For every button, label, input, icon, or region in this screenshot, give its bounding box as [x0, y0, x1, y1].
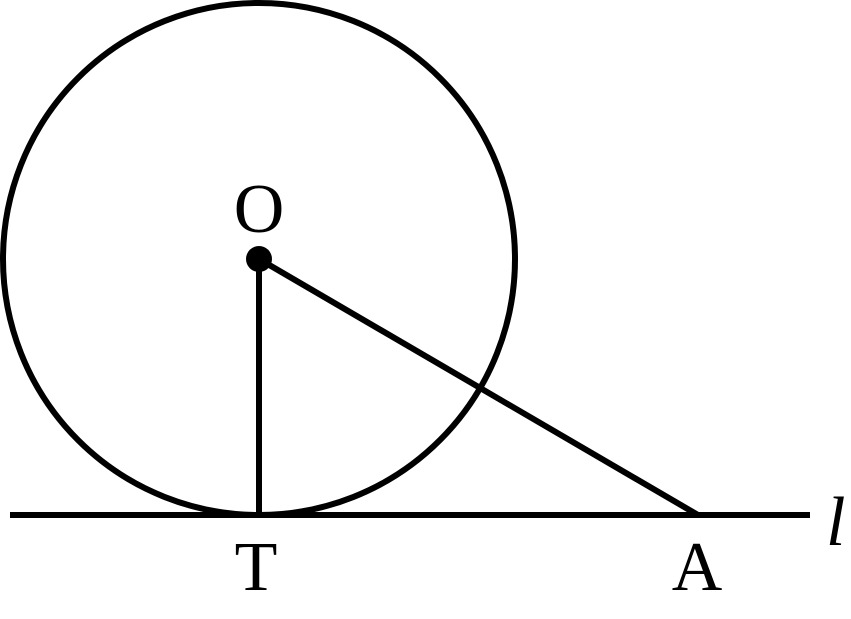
label-t: T	[235, 529, 278, 606]
label-a: A	[672, 529, 723, 606]
label-l: l	[826, 484, 845, 561]
label-o: O	[234, 171, 285, 248]
segment-oa	[257, 256, 700, 518]
center-point-o	[246, 246, 272, 272]
